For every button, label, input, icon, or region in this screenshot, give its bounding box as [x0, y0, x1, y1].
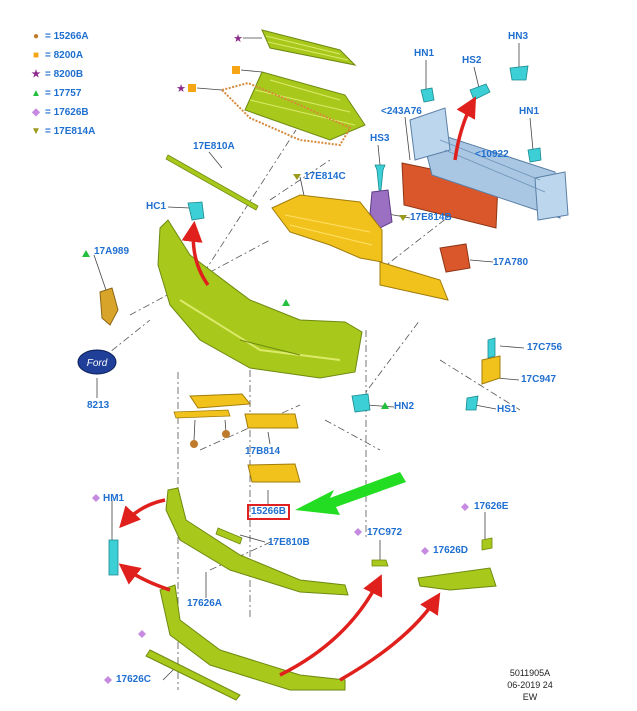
legend-text: = 15266A: [45, 31, 89, 42]
drawing-initials: EW: [522, 692, 538, 702]
brown-circle-icon: ●: [32, 31, 40, 42]
screw-hs3: [374, 164, 386, 191]
label-hs1: HS1: [497, 404, 517, 415]
fog-bezels: [189, 393, 301, 483]
skirt-clip-17626e: [481, 537, 493, 551]
part-symbols: ★ ★: [82, 33, 469, 684]
label-15266b-highlighted: 15266B: [247, 504, 291, 520]
air-deflector-shield: [271, 194, 383, 263]
skid-plate: [159, 584, 346, 691]
label-17e810a: 17E810A: [193, 141, 235, 152]
side-skirt-right: [417, 567, 497, 591]
label-17e810b: 17E810B: [268, 537, 310, 548]
ford-badge-text: Ford: [87, 358, 108, 369]
label-17c947: 17C947: [521, 374, 557, 385]
bumper-beam: [401, 107, 569, 229]
lower-lip: [145, 649, 241, 701]
clip-17c972: [371, 559, 389, 567]
sensor-17c756: [487, 337, 496, 359]
retainer-clips: [108, 65, 542, 576]
olive-triangle-down-icon: [399, 215, 407, 221]
lower-valance: [165, 487, 349, 596]
label-hm1: HM1: [103, 493, 125, 504]
legend-text: = 17E814A: [45, 126, 96, 137]
legend-item-17626b: ◆ = 17626B: [30, 107, 89, 119]
lilac-diamond-icon: ◆: [32, 107, 40, 118]
green-triangle-icon: [82, 250, 90, 257]
label-hn3: HN3: [508, 31, 529, 42]
orange-square-icon: [232, 66, 240, 74]
label-17626e: 17626E: [474, 501, 509, 512]
label-hn1-top: HN1: [414, 48, 435, 59]
label-17e814c: 17E814C: [304, 171, 346, 182]
lilac-diamond-icon: [138, 630, 146, 638]
label-hc1: HC1: [146, 201, 167, 212]
legend-item-17e814a: ▼ = 17E814A: [30, 126, 95, 138]
brown-bolt-2: [222, 430, 230, 438]
shield-ribs: [284, 214, 373, 246]
label-hn2: HN2: [394, 401, 415, 412]
label-hn1-right: HN1: [519, 106, 540, 117]
label-8213: 8213: [87, 400, 110, 411]
purple-star-icon: ★: [176, 83, 186, 95]
legend-text: = 17626B: [45, 107, 89, 118]
green-triangle-icon: ▲: [31, 88, 41, 99]
green-triangle-icon: [381, 402, 389, 409]
lilac-diamond-icon: [461, 503, 469, 511]
legend-text: = 17757: [45, 88, 82, 99]
upper-deflector-strip: [165, 154, 259, 211]
lower-deflector-strip: [215, 527, 243, 545]
red-arrows: [118, 96, 477, 682]
label-17b814: 17B814: [245, 446, 281, 457]
brown-bolt-1: [190, 440, 198, 448]
orange-square-icon: ■: [32, 50, 40, 61]
label-17626c: 17626C: [116, 674, 152, 685]
label-hs2: HS2: [462, 55, 482, 66]
green-arrow: [295, 472, 406, 515]
drawing-date: 06-2019 24: [507, 680, 553, 690]
ford-badge: [77, 349, 117, 375]
olive-triangle-down-icon: ▼: [31, 126, 41, 137]
legend-item-8200b: ★ = 8200B: [30, 69, 84, 81]
bracket-17a780: [439, 243, 471, 273]
grille-seal: [220, 81, 352, 147]
label-10922: <10922: [475, 149, 509, 160]
bracket-17a989: [99, 287, 119, 326]
lilac-diamond-icon: [421, 547, 429, 555]
bracket-17e814b: [369, 189, 393, 229]
label-17c756: 17C756: [527, 342, 563, 353]
legend-item-15266a: ● = 15266A: [30, 31, 89, 43]
label-17a989: 17A989: [94, 246, 130, 257]
bumper-cover: [157, 219, 363, 379]
purple-star-icon: ★: [31, 69, 41, 80]
label-17626a: 17626A: [187, 598, 223, 609]
side-bracket-yellow: [379, 261, 449, 301]
reflector-strip: [173, 409, 231, 419]
lower-grille: [244, 71, 366, 141]
lilac-diamond-icon: [104, 676, 112, 684]
label-243a76: <243A76: [381, 106, 422, 117]
upper-grille: [261, 29, 357, 66]
olive-triangle-down-icon: [293, 174, 301, 180]
label-17626d: 17626D: [433, 545, 469, 556]
legend-text: = 8200A: [45, 50, 84, 61]
legend-item-17757: ▲ = 17757: [30, 88, 81, 100]
label-17a780: 17A780: [493, 257, 529, 268]
legend-item-8200a: ■ = 8200A: [30, 50, 83, 62]
lilac-diamond-icon: [354, 528, 362, 536]
sensor-bracket: [481, 355, 501, 385]
green-triangle-icon: [282, 299, 290, 306]
legend-text: = 8200B: [45, 69, 84, 80]
purple-star-icon: ★: [233, 33, 243, 45]
label-hs3: HS3: [370, 133, 390, 144]
orange-square-icon: [188, 84, 196, 92]
lilac-diamond-icon: [92, 494, 100, 502]
drawing-code: 5011905A: [509, 668, 551, 678]
label-17c972: 17C972: [367, 527, 403, 538]
label-17e814b: 17E814B: [410, 212, 452, 223]
